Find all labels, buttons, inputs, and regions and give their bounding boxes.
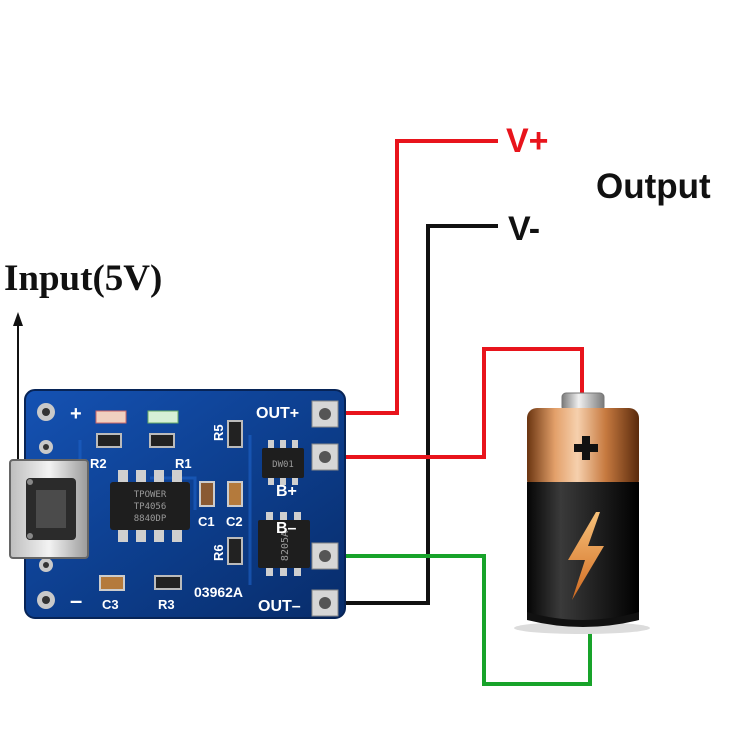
- chip-tp4056-line3: 8840DP: [134, 514, 167, 524]
- resistor-r5: [227, 420, 243, 448]
- v-plus-wire: [328, 139, 498, 415]
- input-arrow-head: [13, 312, 23, 326]
- lightning-bolt-icon: [568, 512, 604, 600]
- battery: [514, 392, 650, 634]
- pad-minus-label: –: [70, 588, 82, 613]
- resistor-r2: [96, 433, 122, 448]
- charger-board: TPOWER TP4056 8840DP DW01 8205A: [9, 389, 346, 619]
- micro-usb-port: [9, 459, 89, 559]
- out-plus-label: OUT+: [256, 405, 299, 422]
- r3-label: R3: [158, 597, 175, 612]
- out-minus-label: OUT–: [258, 598, 301, 615]
- pad-out-minus: [311, 589, 339, 617]
- battery-shadow: [514, 622, 650, 634]
- pad-out-plus: [311, 400, 339, 428]
- battery-bottom-edge: [527, 612, 639, 627]
- b-minus-label: B–: [276, 520, 297, 537]
- mounting-hole-bottom-left: [37, 591, 55, 609]
- mounting-hole-left-mid-top: [39, 440, 53, 454]
- resistor-r3: [154, 575, 182, 590]
- battery-positive-wire: [328, 347, 584, 459]
- capacitor-c1: [199, 481, 215, 507]
- c3-label: C3: [102, 597, 119, 612]
- pad-b-plus: [311, 443, 339, 471]
- r6-label: R6: [211, 544, 226, 561]
- resistor-r6: [227, 537, 243, 565]
- mounting-hole-top-left: [37, 403, 55, 421]
- c2-label: C2: [226, 514, 243, 529]
- chip-8205a-label: 8205A: [280, 531, 291, 561]
- pad-b-minus: [311, 542, 339, 570]
- v-minus-label: V-: [508, 210, 540, 248]
- capacitor-c2: [227, 481, 243, 507]
- chip-tp4056: TPOWER TP4056 8840DP: [110, 470, 190, 542]
- c1-label: C1: [198, 514, 215, 529]
- resistor-r1: [149, 433, 175, 448]
- battery-negative-wire: [328, 554, 592, 686]
- chip-dw01-label: DW01: [272, 460, 294, 470]
- capacitor-c3: [99, 575, 125, 591]
- v-minus-wire: [328, 224, 498, 605]
- output-label: Output: [596, 167, 711, 206]
- model-label: 03962A: [194, 584, 243, 600]
- b-plus-label: B+: [276, 483, 297, 500]
- chip-tp4056-line1: TPOWER: [134, 490, 167, 500]
- v-plus-label: V+: [506, 122, 549, 160]
- chip-8205a: 8205A: [258, 512, 310, 576]
- r1-label: R1: [175, 456, 192, 471]
- led-green: [147, 410, 179, 424]
- chip-dw01: DW01: [262, 440, 304, 485]
- chip-tp4056-line2: TP4056: [134, 502, 167, 512]
- input-label: Input(5V): [4, 258, 162, 299]
- pad-plus-label: +: [70, 403, 82, 425]
- mounting-hole-left-mid-bottom: [39, 558, 53, 572]
- r5-label: R5: [211, 424, 226, 441]
- board-trace: [78, 435, 310, 585]
- led-red: [95, 410, 127, 424]
- r2-label: R2: [90, 456, 107, 471]
